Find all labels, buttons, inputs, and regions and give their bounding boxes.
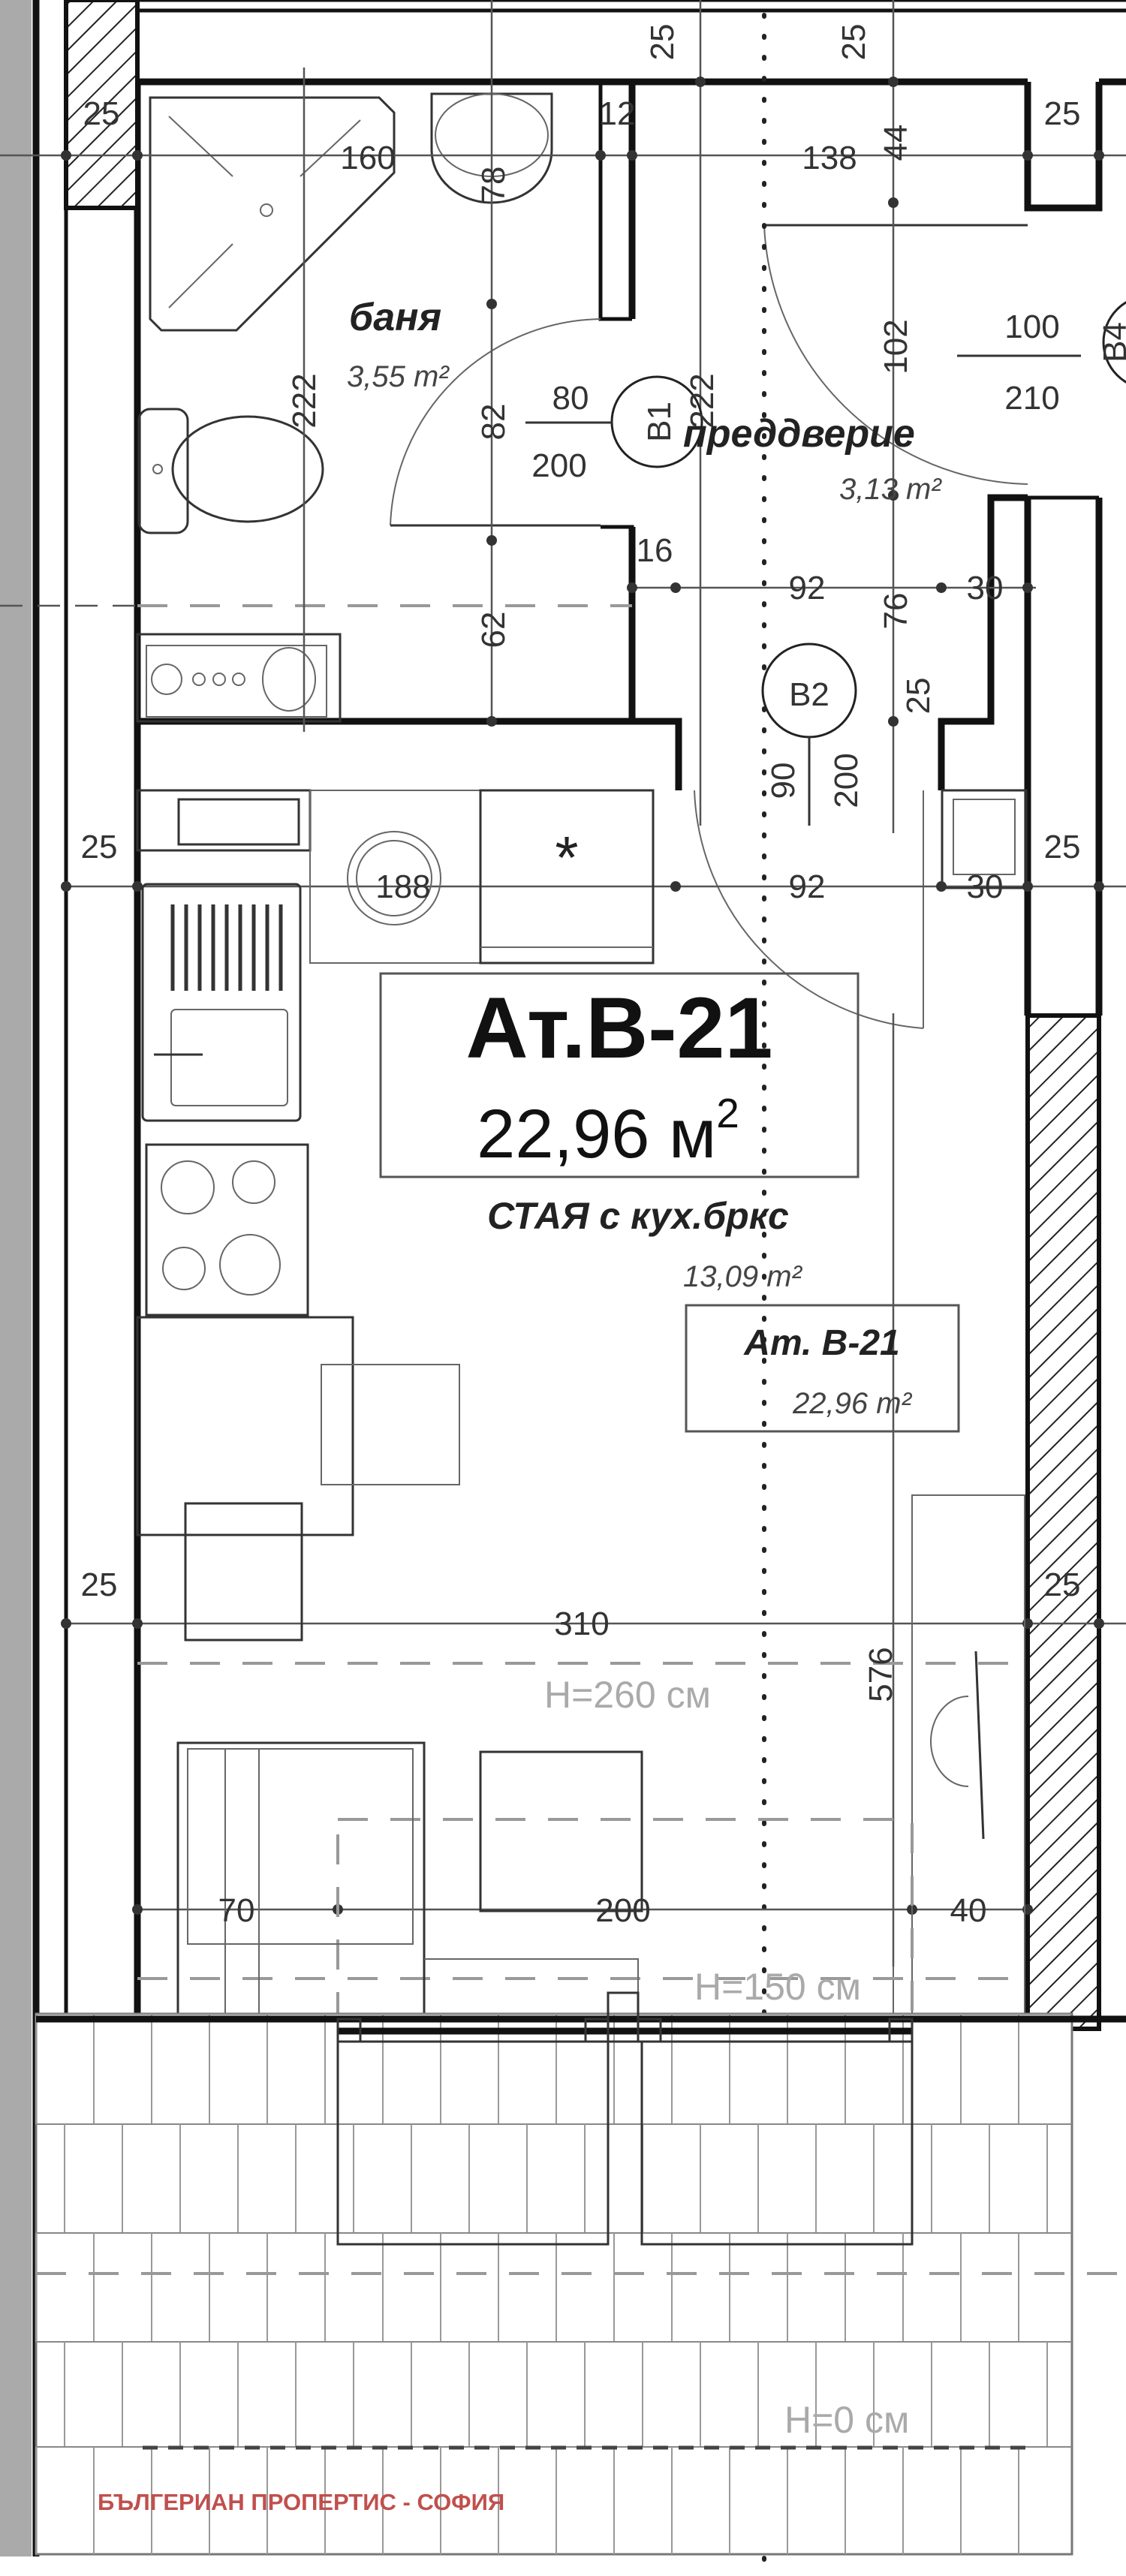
dining-table [136, 1316, 354, 1536]
room-name: СТАЯ с кух.бркс [487, 1195, 789, 1237]
svg-text:138: 138 [802, 140, 857, 176]
tv-lamp [930, 1651, 985, 1840]
washing-machine [347, 831, 441, 925]
svg-text:25: 25 [835, 24, 872, 61]
door-b2-swing [694, 790, 924, 1029]
balcony [35, 2012, 1073, 2556]
svg-text:160: 160 [340, 140, 395, 176]
svg-text:25: 25 [1044, 95, 1081, 132]
chair [321, 1364, 460, 1485]
svg-text:78: 78 [475, 167, 512, 203]
svg-text:80: 80 [552, 380, 589, 417]
hall-room-name: преддверие [683, 412, 915, 456]
svg-text:B1: B1 [641, 402, 678, 442]
svg-text:25: 25 [900, 678, 937, 715]
asterisk: * [555, 824, 578, 891]
svg-text:310: 310 [554, 1605, 609, 1642]
unit-label-box: Ат.В-21 22,96 м2 [379, 972, 860, 1178]
hall-room-area: 3,13 m² [839, 473, 942, 506]
bath-room-area: 3,55 m² [347, 360, 450, 393]
left-edge-strip [0, 0, 32, 2556]
unit-title: Ат.В-21 [466, 980, 773, 1076]
svg-text:576: 576 [863, 1647, 899, 1702]
height-260: H=260 см [544, 1674, 711, 1716]
height-0: H=0 см [784, 2399, 909, 2441]
chair [184, 1502, 303, 1642]
svg-text:25: 25 [81, 1566, 118, 1603]
bath-room-name: баня [349, 296, 441, 339]
door-b1-swing [390, 318, 601, 527]
svg-text:62: 62 [475, 612, 512, 649]
outer-walls [32, 0, 1126, 2556]
dimension-labels: 25 25 25 160 12 138 44 25 78 222 82 222 … [81, 24, 1081, 1929]
small-unit-label: Ат. В-21 22,96 m² [685, 1304, 960, 1433]
svg-text:30: 30 [967, 570, 1004, 606]
svg-text:200: 200 [828, 753, 865, 808]
svg-text:222: 222 [286, 373, 323, 428]
washbasin [430, 92, 553, 204]
svg-text:25: 25 [83, 95, 120, 132]
svg-text:40: 40 [950, 1892, 987, 1929]
bathtub-small [136, 633, 342, 723]
bathroom-fixtures [136, 92, 553, 723]
svg-text:16: 16 [637, 532, 673, 569]
svg-text:200: 200 [531, 447, 586, 484]
svg-text:Ат. В-21: Ат. В-21 [743, 1323, 899, 1363]
svg-text:12: 12 [599, 95, 636, 132]
svg-text:44: 44 [878, 125, 914, 161]
svg-text:92: 92 [789, 868, 826, 905]
kitchen-unit [136, 789, 655, 1642]
svg-text:25: 25 [1044, 1566, 1081, 1603]
svg-text:82: 82 [475, 404, 512, 441]
svg-text:25: 25 [81, 829, 118, 865]
svg-text:188: 188 [375, 868, 430, 905]
height-150: H=150 см [694, 1966, 861, 2008]
fridge [479, 789, 655, 964]
svg-text:B2: B2 [789, 676, 829, 713]
svg-text:25: 25 [1044, 829, 1081, 865]
room-area: 13,09 m² [683, 1260, 803, 1293]
door-tag-b2: B2 90 200 [761, 642, 865, 826]
svg-text:30: 30 [967, 868, 1004, 905]
door-tag-b1: B1 80 200 [525, 375, 703, 484]
svg-text:70: 70 [218, 1892, 255, 1929]
sink [141, 883, 302, 1122]
svg-text:200: 200 [595, 1892, 650, 1929]
armchair [479, 1750, 643, 1912]
hatched-wall-right [1025, 1013, 1101, 2031]
svg-text:222: 222 [684, 373, 721, 428]
unit-area: 22,96 м2 [477, 1090, 739, 1172]
svg-text:B4: B4 [1097, 322, 1126, 363]
svg-text:92: 92 [789, 570, 826, 606]
svg-text:76: 76 [878, 593, 914, 630]
svg-text:25: 25 [644, 24, 681, 61]
watermark-text: БЪЛГЕРИАН ПРОПЕРТИС - СОФИЯ [98, 2489, 504, 2515]
stove [145, 1143, 309, 1317]
svg-text:90: 90 [765, 763, 802, 799]
svg-text:210: 210 [1004, 380, 1059, 417]
corner-shower [149, 96, 396, 332]
door-tag-b4: B4 100 210 [957, 301, 1126, 417]
svg-text:100: 100 [1004, 308, 1059, 345]
svg-text:102: 102 [878, 319, 914, 374]
toilet [137, 408, 324, 534]
svg-text:22,96 m²: 22,96 m² [792, 1387, 913, 1420]
hatched-wall-left [64, 0, 140, 210]
door-b4-swing [763, 224, 1028, 485]
